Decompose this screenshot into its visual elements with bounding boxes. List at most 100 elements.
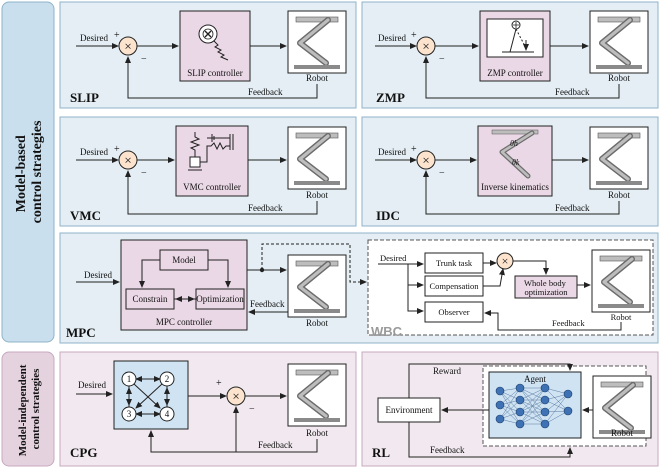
zmp-diagram: Desired + × − ZMP controller Robot Feedb… bbox=[375, 11, 648, 105]
vmc-robot-icon bbox=[288, 127, 346, 189]
wbc-feedback-label: Feedback bbox=[552, 318, 585, 328]
neural-network-icon bbox=[499, 387, 569, 425]
wbc-whole-body-label: Whole body optimization bbox=[524, 278, 568, 297]
cpg-node-1 bbox=[121, 371, 137, 387]
svg-text:3: 3 bbox=[127, 409, 132, 419]
wbc-observer-label: Observer bbox=[438, 307, 469, 317]
idc-title: IDC bbox=[376, 208, 400, 223]
vmc-sum-symbol: × bbox=[124, 153, 131, 168]
idc-theta-h: θh bbox=[510, 139, 518, 148]
vmc-plus-sign: + bbox=[114, 144, 120, 155]
idc-controller-label: Inverse kinematics bbox=[481, 182, 549, 192]
mpc-model-label: Model bbox=[172, 255, 196, 265]
zmp-feedback-label: Feedback bbox=[555, 87, 590, 97]
cpg-robot-icon bbox=[288, 364, 346, 426]
zmp-plus-sign: + bbox=[411, 30, 417, 41]
mpc-feedback-label: Feedback bbox=[250, 299, 285, 309]
model-based-label: Model-based control strategies bbox=[14, 120, 45, 223]
wbc-diagram: Desired Trunk task Compensation Observer… bbox=[367, 239, 654, 339]
cpg-desired-label: Desired bbox=[78, 380, 106, 390]
vmc-title: VMC bbox=[70, 208, 101, 223]
idc-feedback-label: Feedback bbox=[555, 203, 590, 213]
svg-text:1: 1 bbox=[127, 374, 132, 384]
idc-minus-sign: − bbox=[439, 168, 445, 179]
magnifier-spring-icon bbox=[198, 24, 229, 61]
wbc-observer-box bbox=[424, 301, 484, 323]
wbc-whole-body-box bbox=[514, 275, 578, 299]
idc-plus-sign: + bbox=[411, 144, 417, 155]
zmp-robot-icon bbox=[590, 11, 648, 73]
mpc-robot-label: Robot bbox=[306, 318, 329, 328]
cpg-sum-symbol: × bbox=[232, 389, 239, 404]
slip-robot-icon bbox=[288, 11, 346, 73]
idc-sum-symbol: × bbox=[422, 153, 429, 168]
cpg-minus-sign: − bbox=[249, 404, 255, 415]
zmp-desired-label: Desired bbox=[378, 33, 406, 43]
idc-desired-label: Desired bbox=[378, 147, 406, 157]
mpc-controller-label: MPC controller bbox=[156, 317, 212, 327]
wbc-robot-icon bbox=[592, 250, 650, 312]
zmp-robot-label: Robot bbox=[608, 73, 631, 83]
cpg-oscillator-network: 1 2 3 4 bbox=[121, 371, 175, 422]
slip-title: SLIP bbox=[70, 90, 99, 105]
cpg-node-3 bbox=[121, 406, 137, 422]
mpc-desired-label: Desired bbox=[84, 270, 112, 280]
slip-plus-sign: + bbox=[114, 30, 120, 41]
idc-robot-label: Robot bbox=[608, 190, 631, 200]
model-independent-side-band bbox=[1, 351, 55, 467]
spring-damper-icon bbox=[188, 132, 234, 171]
vmc-feedback-label: Feedback bbox=[248, 203, 283, 213]
vmc-minus-sign: − bbox=[141, 168, 147, 179]
cpg-plus-sign: + bbox=[216, 378, 222, 389]
vmc-controller-label: VMC controller bbox=[183, 182, 241, 192]
rl-environment-label: Environment bbox=[386, 405, 433, 415]
rl-robot-label: Robot bbox=[611, 428, 634, 438]
wbc-robot-label: Robot bbox=[611, 312, 632, 322]
mpc-diagram: Desired Model Constrain Optimization MPC… bbox=[66, 239, 367, 340]
svg-text:4: 4 bbox=[165, 409, 170, 419]
cpg-feedback-label: Feedback bbox=[258, 440, 293, 450]
cpg-robot-label: Robot bbox=[306, 428, 329, 438]
rl-reward-label: Reward bbox=[433, 366, 461, 376]
slip-minus-sign: − bbox=[141, 54, 147, 65]
slip-controller-block bbox=[179, 10, 251, 82]
slip-desired-label: Desired bbox=[80, 33, 108, 43]
rl-diagram: Agent Robot Environment Reward Feedback … bbox=[372, 363, 651, 460]
wbc-sum-symbol: × bbox=[502, 254, 509, 268]
mpc-title: MPC bbox=[66, 325, 96, 340]
mpc-constrain-label: Constrain bbox=[133, 294, 168, 304]
rl-title: RL bbox=[372, 445, 390, 460]
cpg-node-2 bbox=[159, 371, 175, 387]
wbc-title: WBC bbox=[371, 324, 403, 339]
leg-joint-angles-icon: θh θk bbox=[491, 129, 539, 179]
idc-robot-icon bbox=[590, 127, 648, 189]
model-based-side-band bbox=[1, 1, 55, 343]
svg-text:2: 2 bbox=[165, 374, 170, 384]
wbc-desired-label: Desired bbox=[380, 253, 407, 263]
cpg-node-4 bbox=[159, 406, 175, 422]
cpg-diagram: Desired 1 2 3 4 + × − Robot bbox=[70, 360, 346, 460]
vmc-desired-label: Desired bbox=[80, 147, 108, 157]
rl-agent-label: Agent bbox=[524, 374, 546, 384]
model-independent-label: Model-independent control strategies bbox=[17, 362, 42, 456]
slip-controller-label: SLIP controller bbox=[187, 68, 242, 78]
idc-theta-k: θk bbox=[512, 158, 520, 167]
idc-diagram: Desired + × − θh θk Inverse kinematics R… bbox=[375, 126, 648, 223]
zmp-pendulum-icon bbox=[486, 18, 544, 58]
vmc-robot-label: Robot bbox=[306, 190, 329, 200]
mpc-robot-icon bbox=[288, 255, 346, 317]
zmp-sum-symbol: × bbox=[422, 39, 429, 54]
slip-robot-label: Robot bbox=[306, 73, 329, 83]
wbc-compensation-label: Compensation bbox=[429, 281, 479, 291]
zmp-controller-label: ZMP controller bbox=[487, 68, 542, 78]
neural-network-nodes bbox=[495, 383, 573, 429]
slip-feedback-label: Feedback bbox=[248, 87, 283, 97]
vmc-diagram: Desired + × − VMC controller Robot Feedb… bbox=[70, 126, 346, 223]
rl-feedback-label: Feedback bbox=[430, 445, 465, 455]
slip-diagram: Desired + × − SLIP controller Robot Feed… bbox=[70, 11, 346, 105]
zmp-title: ZMP bbox=[376, 90, 405, 105]
zmp-minus-sign: − bbox=[439, 54, 445, 65]
slip-sum-symbol: × bbox=[124, 39, 131, 54]
mpc-optimization-label: Optimization bbox=[196, 294, 244, 304]
